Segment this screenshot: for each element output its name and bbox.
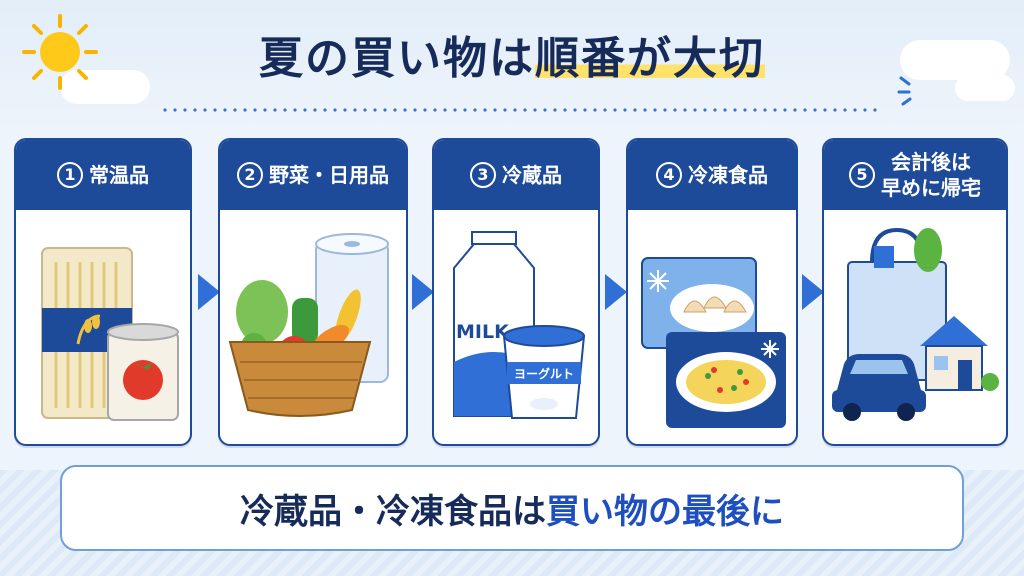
step-label: 野菜・日用品 — [269, 163, 389, 187]
dotted-divider — [160, 108, 880, 112]
step-card-1: 1 常温品 — [14, 138, 192, 446]
arrow-right-icon — [198, 274, 220, 310]
step-label-line1: 会計後は — [891, 150, 971, 174]
cloud — [900, 40, 1010, 80]
house-icon — [920, 316, 999, 391]
arrow-right-icon — [802, 274, 824, 310]
vegetable-basket-icon — [228, 280, 372, 417]
yogurt-cup-icon: ヨーグルト — [502, 325, 586, 419]
step-label-line2: 早めに帰宅 — [881, 176, 981, 200]
sky-background — [0, 0, 1024, 140]
car-icon — [832, 354, 926, 421]
step-number: 1 — [57, 162, 83, 188]
sparkle-icon — [897, 76, 912, 106]
step-label: 冷蔵品 — [502, 163, 562, 187]
title-highlight: 順番が大切 — [535, 33, 765, 84]
page-title: 夏の買い物は順番が大切 — [0, 22, 1024, 86]
footer-message: 冷蔵品・冷凍食品は買い物の最後に — [60, 465, 964, 551]
step-number: 2 — [237, 162, 263, 188]
arrow-right-icon — [412, 274, 434, 310]
step-card-3: 3 冷蔵品 MILK ヨーグルト — [432, 138, 600, 446]
step-number: 5 — [849, 162, 875, 188]
step-card-2: 2 野菜・日用品 — [218, 138, 408, 446]
cloud — [60, 70, 150, 104]
step-number: 3 — [470, 162, 496, 188]
footer-text-part2: 買い物の最後に — [546, 491, 784, 532]
yogurt-label: ヨーグルト — [514, 366, 574, 381]
tomato-can-icon — [107, 323, 179, 421]
step-number: 4 — [656, 162, 682, 188]
cloud — [955, 75, 1015, 101]
sun-icon — [22, 14, 98, 90]
step-label: 冷凍食品 — [688, 163, 768, 187]
frozen-dumplings-icon — [641, 257, 757, 349]
step-label: 会計後は早めに帰宅 — [881, 149, 981, 201]
milk-label: MILK — [456, 321, 510, 343]
step-card-5: 5 会計後は早めに帰宅 — [822, 138, 1008, 446]
step-header-5: 5 会計後は早めに帰宅 — [824, 140, 1006, 210]
step-header-4: 4 冷凍食品 — [628, 140, 796, 210]
frozen-fried-rice-icon — [666, 332, 786, 428]
step-label: 常温品 — [89, 163, 149, 187]
step-header-2: 2 野菜・日用品 — [220, 140, 406, 210]
step-card-4: 4 冷凍食品 — [626, 138, 798, 446]
step-header-3: 3 冷蔵品 — [434, 140, 598, 210]
title-main: 夏の買い物は — [259, 33, 535, 84]
step-header-1: 1 常温品 — [16, 140, 190, 210]
footer-text-part1: 冷蔵品・冷凍食品は — [240, 491, 546, 532]
arrow-right-icon — [605, 274, 627, 310]
